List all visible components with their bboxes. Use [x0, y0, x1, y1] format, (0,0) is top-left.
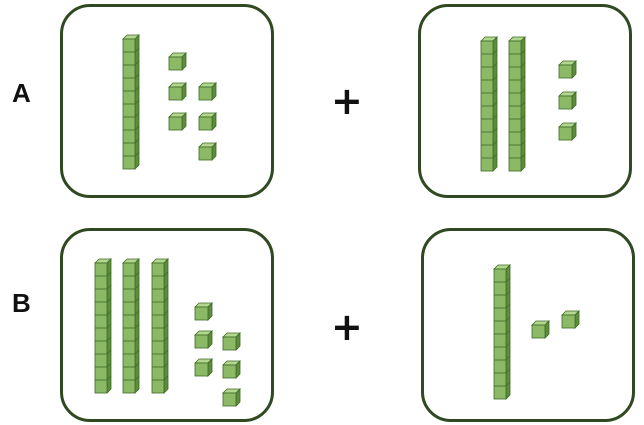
one-cube-block [194, 302, 213, 321]
ten-rod-block [151, 258, 169, 394]
base-ten-blocks-a-left [122, 34, 217, 170]
one-cube-block [168, 112, 187, 131]
ten-rod-block [122, 258, 140, 394]
one-cube-block [222, 360, 241, 379]
one-cube-block [558, 122, 577, 141]
one-cube-block [531, 320, 550, 339]
base-ten-blocks-a-right [480, 36, 577, 172]
one-cube-block [194, 330, 213, 349]
card-a-left [60, 4, 274, 198]
card-b-right [421, 228, 635, 422]
row-label-a: A [12, 78, 31, 108]
one-cube-block [561, 310, 580, 329]
base-ten-blocks-b-left [94, 258, 241, 407]
one-cube-block [198, 82, 217, 101]
one-cube-block [198, 142, 217, 161]
one-cube-block [222, 388, 241, 407]
ten-rod-block [94, 258, 112, 394]
ten-rod-block [508, 36, 526, 172]
card-a-right [418, 4, 632, 198]
one-cube-block [198, 112, 217, 131]
one-cube-block [558, 60, 577, 79]
one-cube-block [168, 52, 187, 71]
row-label-b: B [12, 288, 31, 318]
ten-rod-block [480, 36, 498, 172]
one-cube-block [222, 332, 241, 351]
ten-rod-block [122, 34, 140, 170]
plus-sign-a: + [331, 79, 363, 123]
one-cube-block [168, 82, 187, 101]
plus-sign-b: + [331, 305, 363, 349]
ten-rod-block [493, 264, 511, 400]
card-b-left [60, 228, 274, 422]
one-cube-block [558, 91, 577, 110]
one-cube-block [194, 358, 213, 377]
base-ten-blocks-b-right [493, 264, 580, 400]
